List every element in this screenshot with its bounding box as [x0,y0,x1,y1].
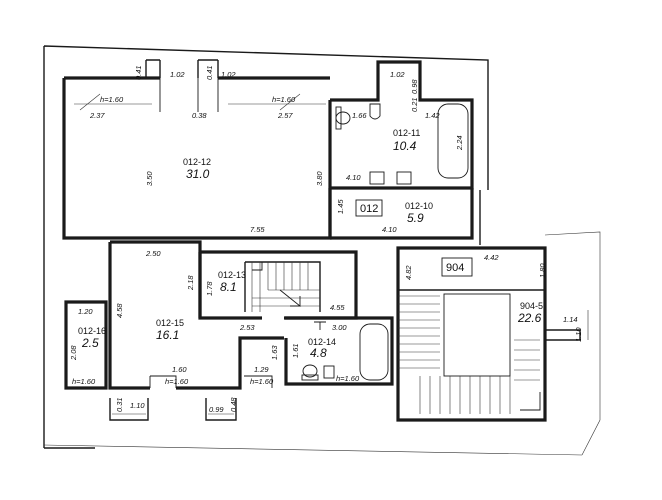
dim-h160: h=1.60 [72,377,96,386]
dim-1-60: 1.60 [172,365,187,374]
dim-0-38: 0.38 [192,111,207,120]
room-012-10 [328,188,474,240]
dim-2-37: 2.37 [89,111,105,120]
dim-4-10: 4.10 [346,173,361,182]
dim-1-61: 1.61 [291,343,300,358]
room-id-904-5: 904-5 [520,301,543,311]
dim-0-31: 0.31 [115,397,124,412]
dim-0-99: 0.99 [209,405,224,414]
room-id-012-14: 012-14 [308,337,336,347]
room-904-5 [396,246,589,422]
dim-7-55: 7.55 [250,225,265,234]
dim-2-57: 2.57 [277,111,293,120]
room-area-012-13: 8.1 [220,280,237,294]
dim-2-50: 2.50 [145,249,161,258]
dim-0-98: 0.98 [410,79,419,94]
dim-2-53: 2.53 [239,323,255,332]
dim-1-02: 1.02 [221,70,236,79]
room-id-012-16: 012-16 [78,326,106,336]
room-012-13 [198,250,358,320]
dim-0-41: 0.41 [205,65,214,80]
apartment-012-label: 012 [360,203,378,215]
dim-1-14: 1.14 [563,315,578,324]
room-area-012-11: 10.4 [393,139,417,153]
dim-h160: h=1.60 [336,374,360,383]
room-id-012-12: 012-12 [183,157,211,167]
dim-1-29: 1.29 [254,365,269,374]
room-012-12 [62,59,332,240]
dim-0-21: 0.21 [410,97,419,112]
dim-3-50: 3.50 [145,171,154,186]
dim-1-78: 1.78 [205,281,214,296]
dim-h160: h=1.60 [250,377,274,386]
dim-2-18: 2.18 [186,275,195,291]
dim-1-63: 1.63 [270,345,279,360]
dim-3-80: 3.80 [315,171,324,186]
dim-1-10: 1.10 [130,401,145,410]
dim-h160: h=1.60 [165,377,189,386]
dim-4-58: 4.58 [115,303,124,318]
dim-0-41: 0.41 [134,65,143,80]
room-id-012-11: 012-11 [393,128,420,138]
dim-4-82: 4.82 [404,265,413,280]
apartment-904-label: 904 [446,262,464,274]
room-id-012-13: 012-13 [218,270,246,280]
dim-1-20: 1.20 [78,307,93,316]
dim-1-10: 1.10 [574,327,583,342]
room-id-012-15: 012-15 [156,318,184,328]
dim-2-24: 2.24 [455,135,464,151]
dim-4-55: 4.55 [330,303,345,312]
room-id-012-10: 012-10 [405,201,433,211]
dim-1-02: 1.02 [390,70,405,79]
room-012-11 [330,60,474,190]
room-012-14 [284,316,394,386]
dim-h160: h=1.60 [100,95,124,104]
dim-3-00: 3.00 [332,323,347,332]
dim-1-80: 1.80 [538,263,547,278]
dim-2-08: 2.08 [69,345,78,361]
room-area-904-5: 22.6 [517,311,542,325]
apartment-904-box [441,257,473,277]
dim-h160: h=1.60 [272,95,296,104]
dim-1-02: 1.02 [170,70,185,79]
apartment-012-box [355,199,383,217]
dim-1-66: 1.66 [352,111,367,120]
room-area-012-15: 16.1 [156,328,179,342]
dim-4-42: 4.42 [484,253,499,262]
room-area-012-16: 2.5 [81,336,99,350]
dim-1-45: 1.45 [336,199,345,214]
building-outline [43,45,601,456]
dim-1-42: 1.42 [425,111,440,120]
room-area-012-10: 5.9 [407,211,424,225]
dim-4-10: 4.10 [382,225,397,234]
room-012-16 [64,300,108,390]
room-012-15 [108,240,284,421]
room-area-012-12: 31.0 [186,167,210,181]
room-area-012-14: 4.8 [310,346,327,360]
dim-0-48: 0.48 [229,397,238,412]
